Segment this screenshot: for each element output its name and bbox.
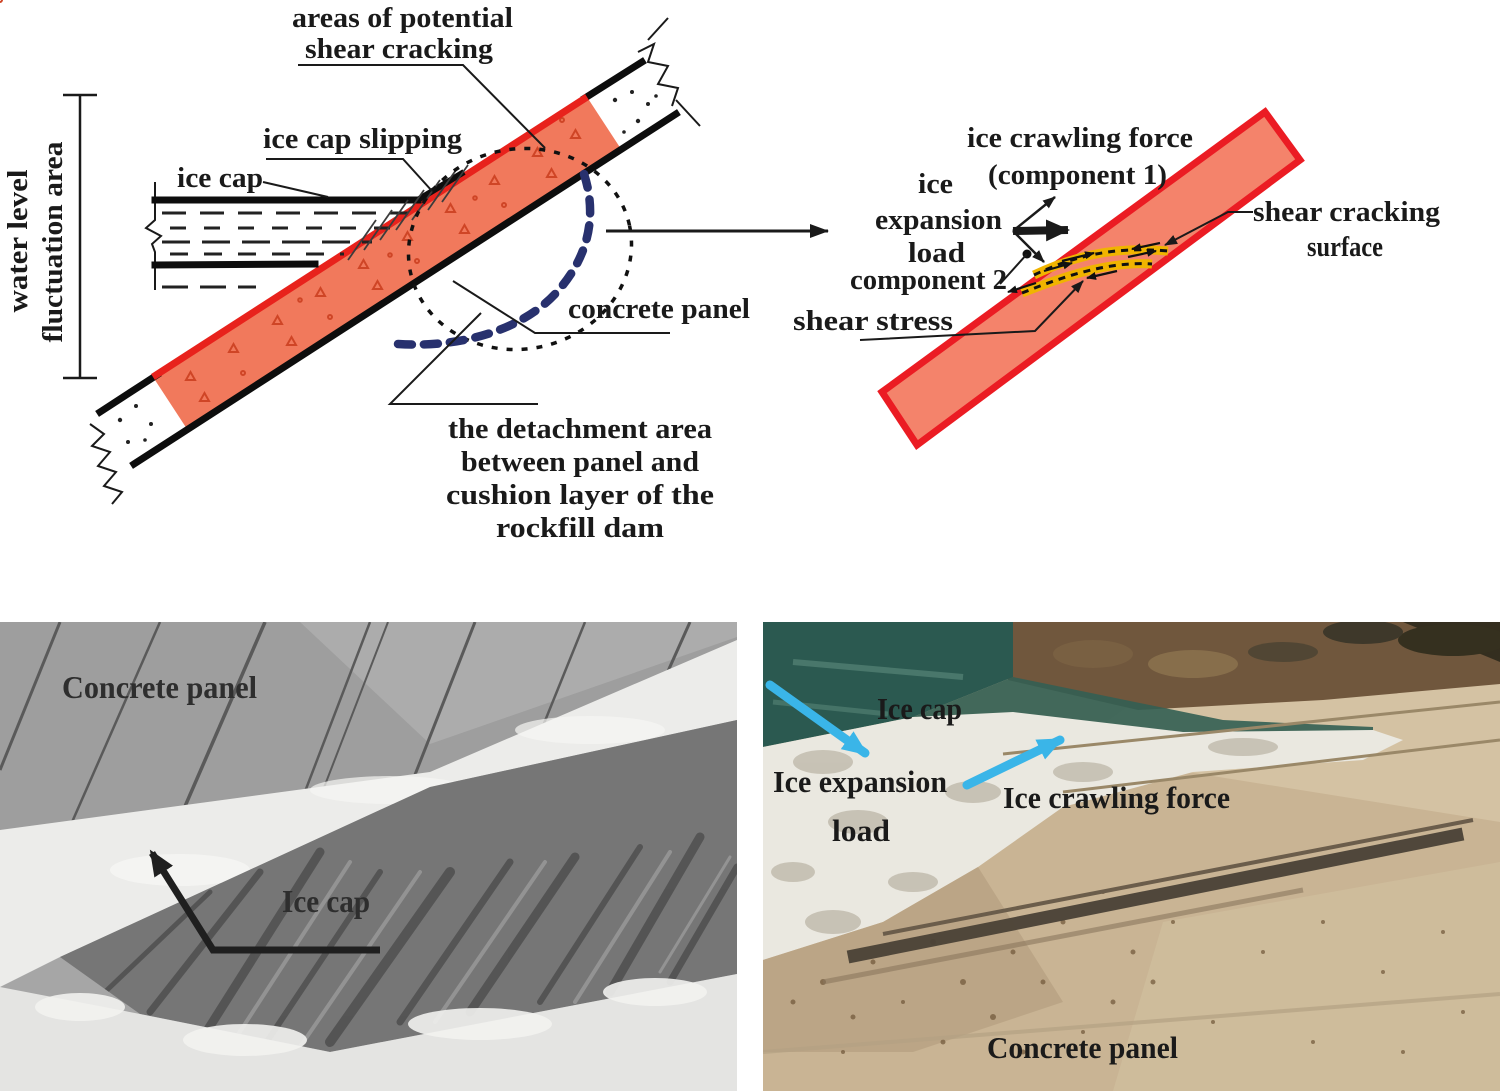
photo-right: Ice cap Ice expansion load Ice crawling …: [763, 622, 1500, 1091]
shear-couple-arrows: [1007, 241, 1161, 294]
detachment-curve: [393, 169, 595, 349]
ice-expansion-load-photo-arrow: [765, 680, 870, 758]
ice-cap-slipping-label: ice cap slipping: [263, 124, 462, 155]
photo-left-ice-cap-label: Ice cap: [282, 883, 370, 919]
ice-slip-bend-line: [414, 169, 466, 204]
ice-expansion-load-arrow: [1012, 219, 1070, 242]
shear-cracking-bands: [1007, 241, 1169, 298]
photo-right-water: [763, 622, 1013, 747]
ice-crawling-force-label-line2: (component 1): [988, 160, 1167, 191]
photo-right-labels: Ice cap Ice expansion load Ice crawling …: [773, 691, 1230, 1065]
leader-ice-cap: [262, 181, 329, 198]
ice-cap-arrow: [149, 849, 380, 954]
photo-right-ice-chunks: [771, 738, 1278, 934]
areas-label-line1: areas of potential: [292, 3, 513, 34]
leader-areas-shear-cracking: [298, 64, 546, 149]
photo-right-ice-crawling-force-label: Ice crawling force: [1003, 780, 1230, 815]
ice-cap-label: ice cap: [177, 163, 263, 194]
photo-right-rocky-hillside: [1008, 622, 1500, 710]
leader-detachment: [387, 312, 538, 405]
right-schematic-diagram: ice crawling force (component 1) ice exp…: [793, 107, 1440, 451]
photo-left-bottom-snow: [0, 974, 737, 1091]
ice-crawling-force-photo-arrow: [962, 735, 1065, 790]
panel-break-top: [637, 42, 680, 107]
photo-left-ice-streaks: [102, 832, 737, 1052]
photo-left: Concrete panel Ice cap: [0, 622, 737, 1091]
detachment-label-line3: cushion layer of the: [446, 479, 714, 511]
detachment-label-line1: the detachment area: [448, 413, 713, 445]
photo-right-ice-expansion-label-line1: Ice expansion: [773, 764, 947, 799]
shear-stress-label: shear stress: [793, 306, 953, 337]
photo-right-ice-expansion-label-line2: load: [832, 813, 890, 848]
panel-red-surface-line: [151, 94, 589, 380]
photo-right-ice-cap-label: Ice cap: [877, 691, 962, 726]
leader-ice-cap-slipping: [266, 158, 433, 192]
photo-right-ice-band: [763, 712, 1403, 960]
panel-break-bottom: [89, 423, 124, 505]
shear-cracking-surface-label-line2: surface: [1307, 232, 1383, 263]
component2-arrow: [1012, 230, 1045, 263]
ice-expansion-label-line2: expansion: [875, 205, 1002, 236]
panel-end-speckles: [117, 90, 658, 444]
shear-cracking-surface-label-line1: shear cracking: [1253, 197, 1440, 228]
component2-leader: [999, 253, 1028, 285]
ice-cap-slab: [144, 164, 469, 290]
ice-crawling-force-label-line1: ice crawling force: [967, 123, 1193, 154]
component1-arrow: [1012, 196, 1056, 232]
areas-label-line2: shear cracking: [305, 34, 493, 65]
ice-expansion-label-line1: ice: [918, 169, 953, 200]
leader-concrete-panel: [452, 280, 670, 334]
ice-water-dashes: [162, 211, 408, 289]
photo-right-joints: [763, 700, 1500, 1054]
concrete-panel-label: concrete panel: [568, 294, 750, 325]
shear-stress-leader: [859, 280, 1084, 341]
component2-label: component 2: [850, 265, 1007, 296]
photo-right-debris: [790, 890, 1465, 1055]
water-level-label-line2: fluctuation area: [38, 142, 69, 343]
shear-cracking-surface-leader: [1164, 211, 1253, 246]
detachment-label-line4: rockfill dam: [496, 512, 664, 544]
photo-left-concrete-panel-label: Concrete panel: [62, 669, 257, 705]
concrete-panel-strip: [0, 0, 701, 505]
left-schematic-diagram: water level fluctuation area: [0, 0, 829, 544]
photo-right-concrete-panel-label: Concrete panel: [987, 1030, 1178, 1065]
panel-aggregate-speckles: [0, 0, 582, 402]
water-level-label-line1: water level: [3, 169, 34, 312]
shear-cracking-ellipse: [406, 146, 634, 352]
panel-orange-zone: [153, 97, 621, 429]
detachment-label-line2: between panel and: [461, 446, 699, 478]
photo-left-ice-region: [60, 720, 737, 1052]
water-level-dimension-line: [63, 93, 97, 380]
ice-expansion-label-line3: load: [908, 238, 965, 269]
